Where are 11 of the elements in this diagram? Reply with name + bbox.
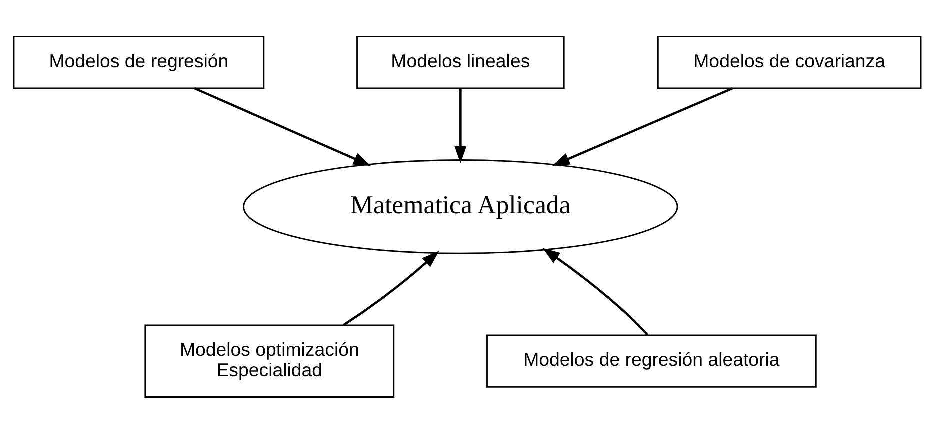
arrow — [194, 86, 372, 166]
arrow — [342, 250, 440, 326]
node-ellipse: Matematica Aplicada — [243, 159, 678, 254]
node-box: Modelos optimización Especialidad — [144, 324, 395, 398]
arrow — [454, 88, 467, 163]
node-box: Modelos de covarianza — [657, 36, 922, 89]
node-box: Modelos de regresión — [13, 36, 265, 89]
arrow — [552, 86, 734, 166]
node-box: Modelos de regresión aleatoria — [486, 334, 817, 388]
arrow — [542, 248, 649, 336]
node-box: Modelos lineales — [356, 36, 565, 89]
